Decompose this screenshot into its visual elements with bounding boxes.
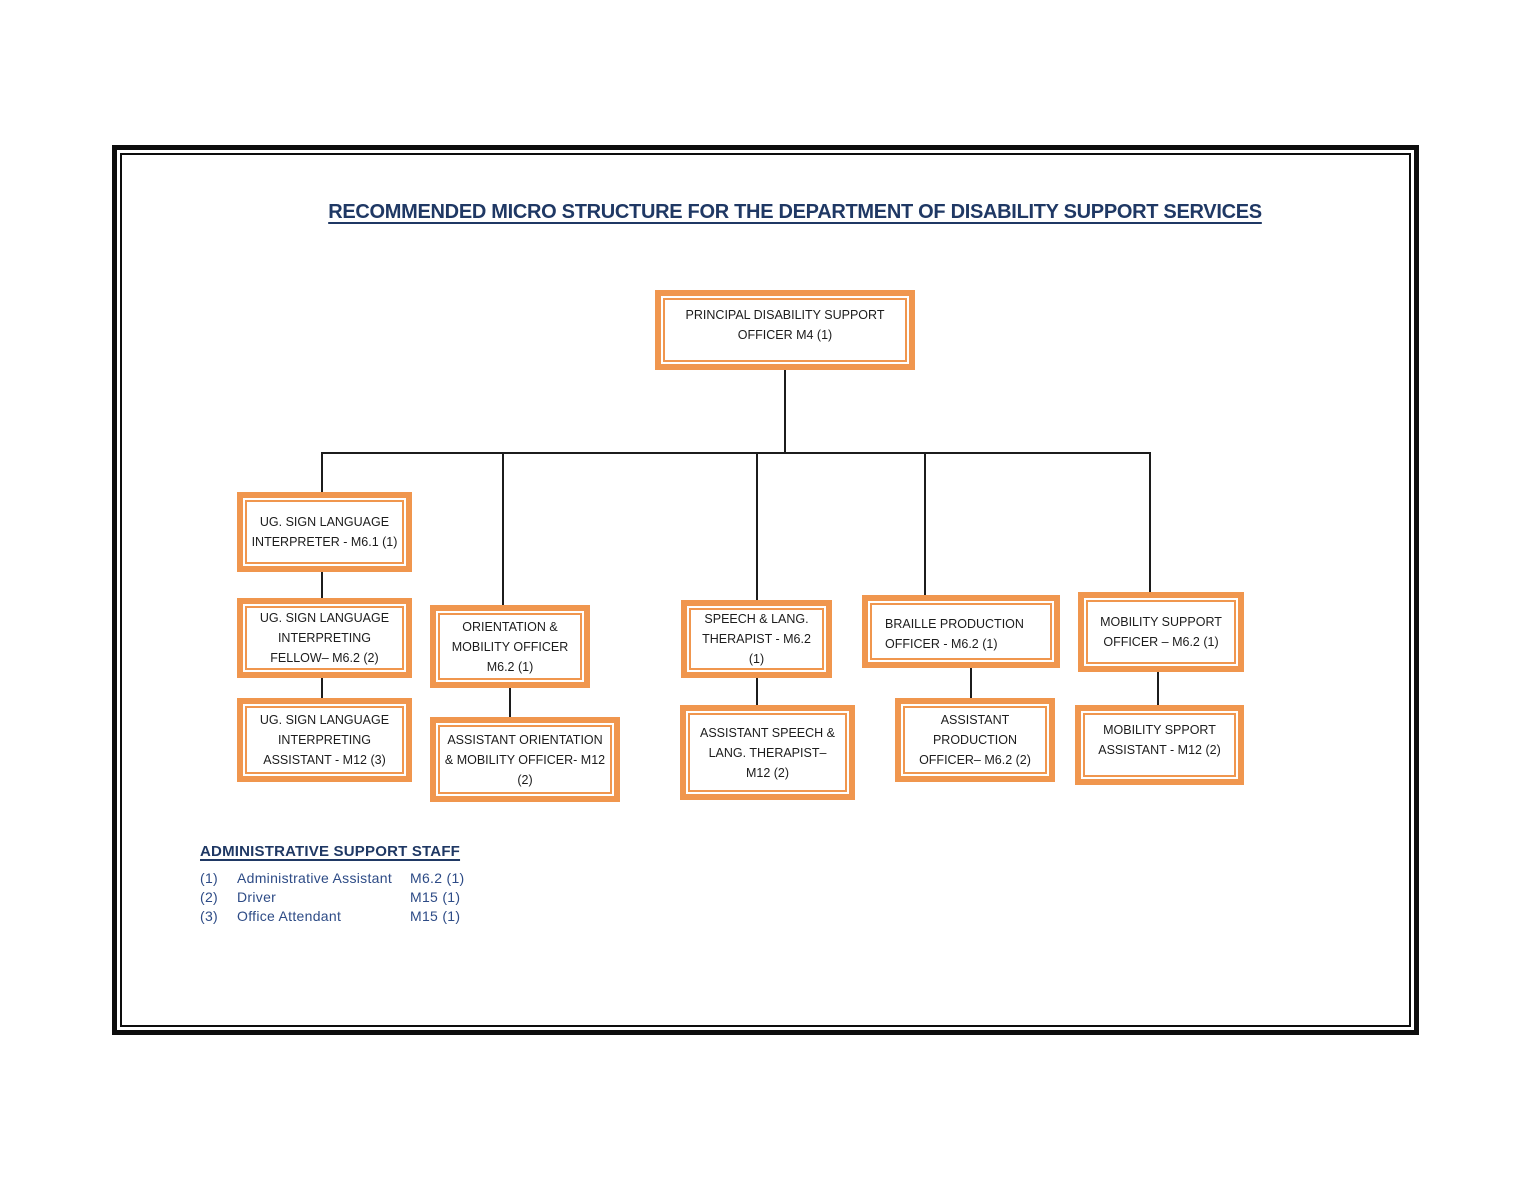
page-title: RECOMMENDED MICRO STRUCTURE FOR THE DEPA… bbox=[328, 201, 1262, 223]
connector-branch-mobility bbox=[1149, 452, 1151, 592]
admin-support-section: ADMINISTRATIVE SUPPORT STAFF (1) Adminis… bbox=[200, 843, 530, 926]
admin-row-grade: M6.2 (1) bbox=[410, 870, 465, 886]
connector-orientation1-orientation2 bbox=[509, 688, 511, 717]
org-box-label: ASSISTANT SPEECH &LANG. THERAPIST–M12 (2… bbox=[700, 725, 835, 780]
org-box-label: ASSISTANT ORIENTATION& MOBILITY OFFICER-… bbox=[444, 732, 606, 787]
admin-row-grade: M15 (1) bbox=[410, 889, 461, 905]
connector-branch-speech bbox=[756, 452, 758, 600]
page-border-frame-inner bbox=[120, 153, 1411, 1027]
connector-speech1-speech2 bbox=[756, 678, 758, 705]
connector-root-drop bbox=[784, 370, 786, 453]
connector-sign1-sign2 bbox=[321, 572, 323, 598]
org-box-assistant-orientation-mobility-officer: ASSISTANT ORIENTATION& MOBILITY OFFICER-… bbox=[430, 717, 620, 802]
admin-support-row: (3) Office Attendant M15 (1) bbox=[200, 907, 530, 926]
admin-row-role: Office Attendant bbox=[237, 908, 342, 924]
admin-support-row: (1) Administrative Assistant M6.2 (1) bbox=[200, 869, 530, 888]
org-box-assistant-speech-lang-therapist: ASSISTANT SPEECH &LANG. THERAPIST–M12 (2… bbox=[680, 705, 855, 800]
page-border-frame bbox=[112, 145, 1419, 1035]
connector-branch-sign bbox=[321, 452, 323, 492]
admin-row-grade: M15 (1) bbox=[410, 908, 461, 924]
connector-branch-braille bbox=[924, 452, 926, 595]
connector-mobility1-mobility2 bbox=[1157, 672, 1159, 705]
admin-row-number: (1) bbox=[200, 870, 219, 886]
connector-braille1-braille2 bbox=[970, 668, 972, 698]
admin-row-number: (3) bbox=[200, 908, 219, 924]
admin-row-number: (2) bbox=[200, 889, 219, 905]
org-box-label: SPEECH & LANG.THERAPIST - M6.2(1) bbox=[702, 612, 811, 666]
connector-main-horizontal bbox=[321, 452, 1151, 454]
connector-sign2-sign3 bbox=[321, 678, 323, 698]
connector-branch-orientation bbox=[502, 452, 504, 605]
admin-row-role: Administrative Assistant bbox=[237, 870, 393, 886]
admin-support-row: (2) Driver M15 (1) bbox=[200, 888, 530, 907]
org-box-speech-lang-therapist: SPEECH & LANG.THERAPIST - M6.2(1) bbox=[681, 600, 832, 678]
admin-row-role: Driver bbox=[237, 889, 277, 905]
admin-support-heading: ADMINISTRATIVE SUPPORT STAFF bbox=[200, 843, 461, 860]
